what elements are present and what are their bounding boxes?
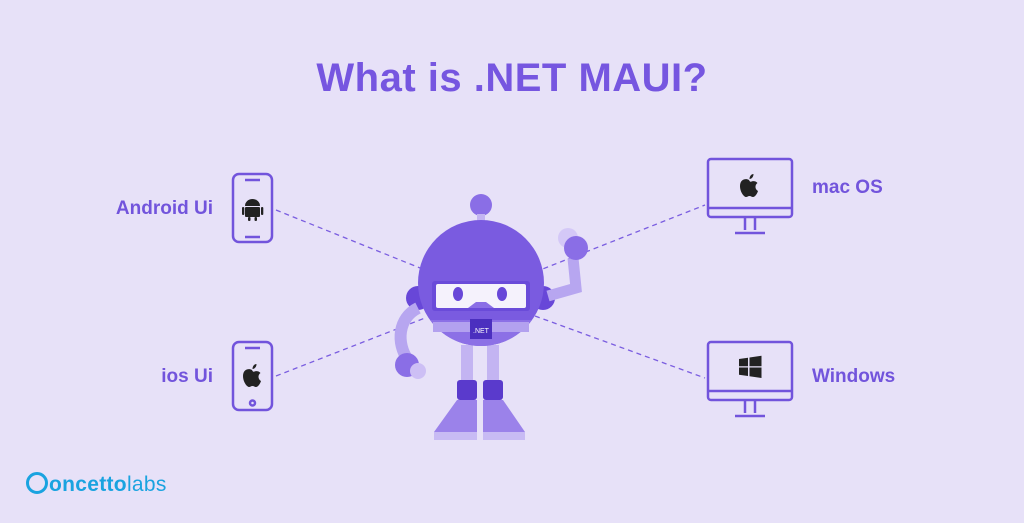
connector-lines [275,204,706,379]
label-ios: ios Ui [161,366,213,387]
apple-icon-ios [243,364,261,387]
label-android: Android Ui [115,198,213,219]
connector-android [275,209,426,271]
page-title: What is .NET MAUI? [316,56,708,100]
connector-windows [534,315,706,379]
android-icon [242,199,264,221]
connector-mac [534,204,706,273]
logo-labs: labs [126,473,167,496]
robot: .NET [394,194,588,440]
label-mac: mac OS [812,177,883,198]
logo-c-icon [26,472,48,494]
brand-logo: oncettolabs [26,472,167,497]
windows-icon [739,355,762,378]
mac-monitor [706,157,794,235]
dotnet-badge-label: .NET [473,328,490,335]
label-windows: Windows [812,366,896,387]
windows-monitor [706,340,794,418]
logo-name: oncetto [49,473,127,496]
ios-phone [231,340,274,412]
android-phone [231,172,274,244]
apple-icon-mac [740,174,758,197]
dotnet-badge [470,319,492,339]
